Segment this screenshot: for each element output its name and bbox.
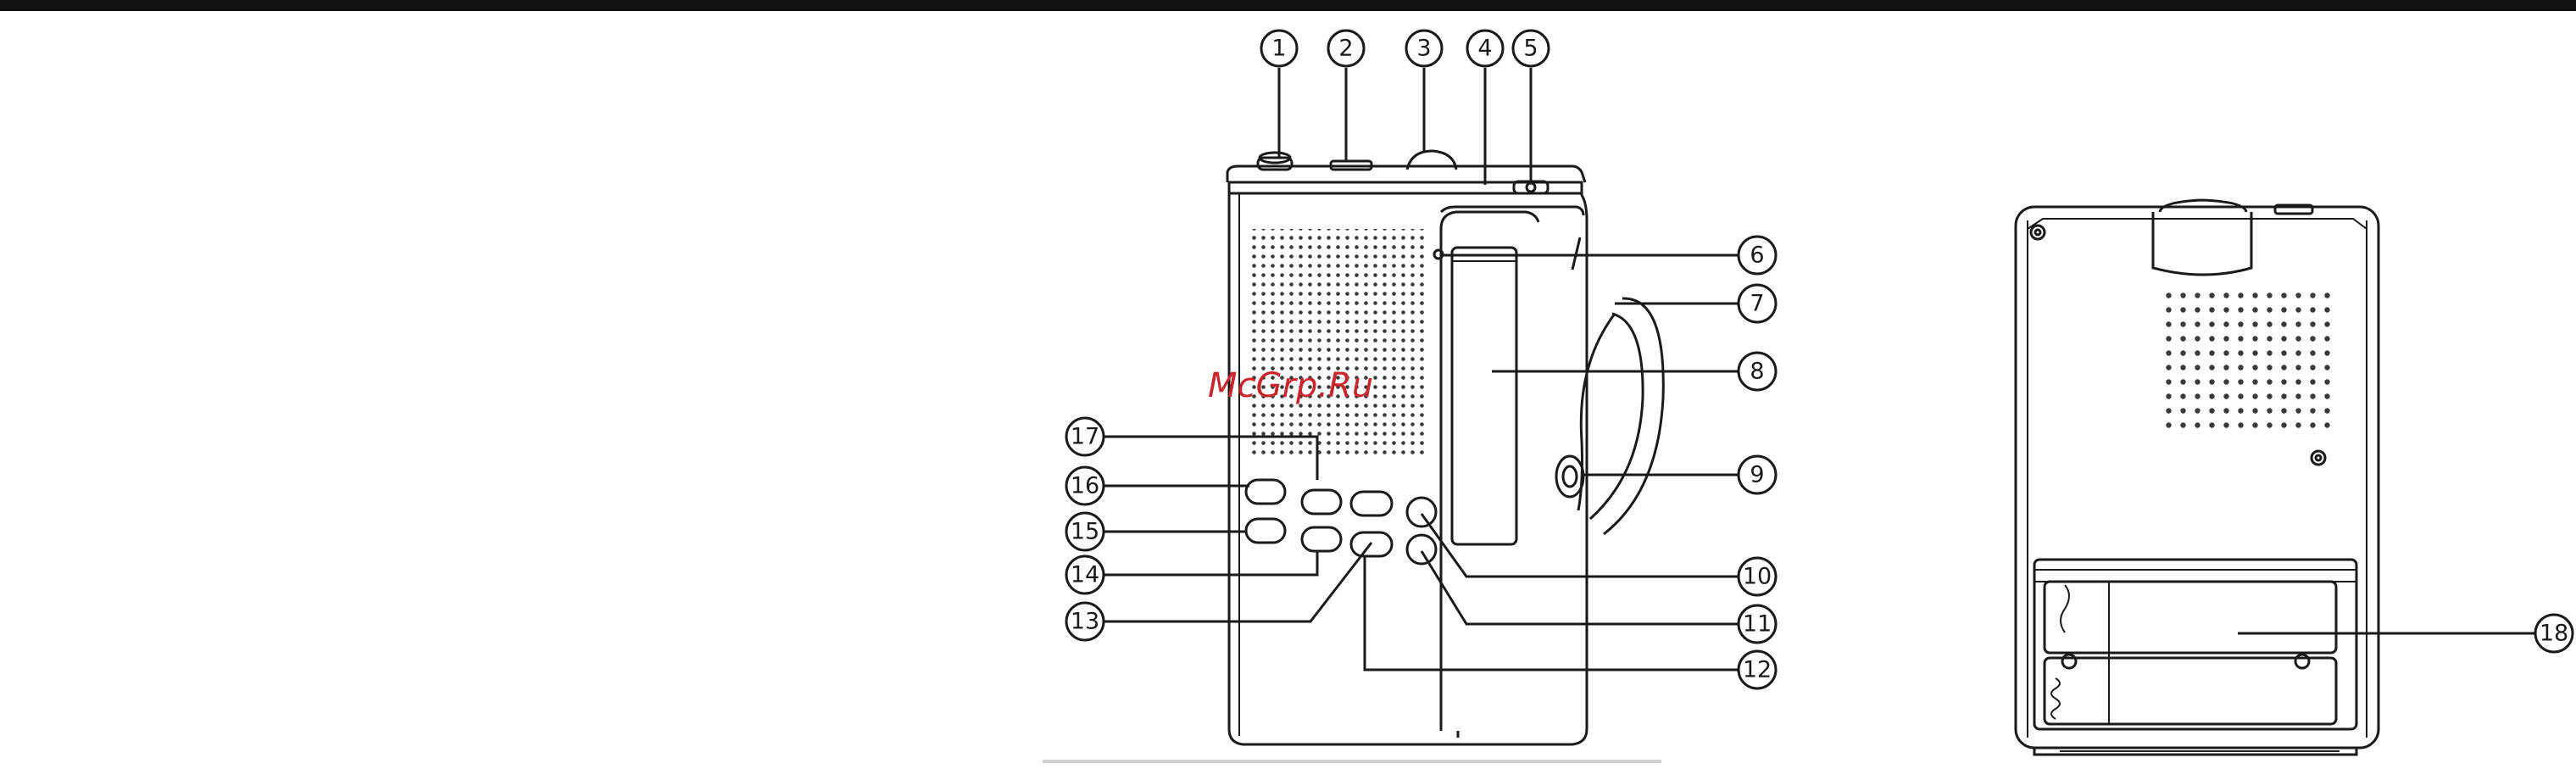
callout-6: 6 xyxy=(1750,242,1764,269)
callout-1: 1 xyxy=(1271,36,1286,62)
callout-9: 9 xyxy=(1750,462,1764,488)
callout-10: 10 xyxy=(1743,564,1772,590)
front-buttons xyxy=(1246,480,1436,564)
callout-12: 12 xyxy=(1743,657,1772,683)
back-body-outline xyxy=(2016,207,2378,748)
callout-18: 18 xyxy=(2540,621,2568,647)
speaker-grille xyxy=(1249,229,1426,454)
callout-14: 14 xyxy=(1071,562,1099,588)
callout-13: 13 xyxy=(1071,609,1099,635)
back-tuning-wheel xyxy=(2153,212,2251,275)
volume-knob xyxy=(1556,456,1583,497)
callout-3: 3 xyxy=(1416,36,1431,62)
callout-2: 2 xyxy=(1338,36,1353,62)
callout-16: 16 xyxy=(1071,473,1099,499)
callout-7: 7 xyxy=(1750,291,1764,317)
callout-4: 4 xyxy=(1477,36,1492,62)
side-panel xyxy=(1441,212,1538,731)
callout-17: 17 xyxy=(1071,424,1099,450)
callout-15: 15 xyxy=(1071,519,1099,545)
screw-top-left xyxy=(2031,226,2045,239)
callout-5: 5 xyxy=(1523,36,1538,62)
callout-11: 11 xyxy=(1743,611,1772,638)
callout-8: 8 xyxy=(1750,359,1764,385)
watermark-text: McGrp.Ru xyxy=(1208,366,1373,405)
tuning-window xyxy=(1452,248,1516,544)
battery-compartment xyxy=(2034,560,2356,729)
radio-back-view xyxy=(2016,200,2378,755)
back-speaker-grille xyxy=(2159,288,2332,432)
screw-right xyxy=(2312,451,2325,465)
battery-spring xyxy=(2051,678,2060,719)
